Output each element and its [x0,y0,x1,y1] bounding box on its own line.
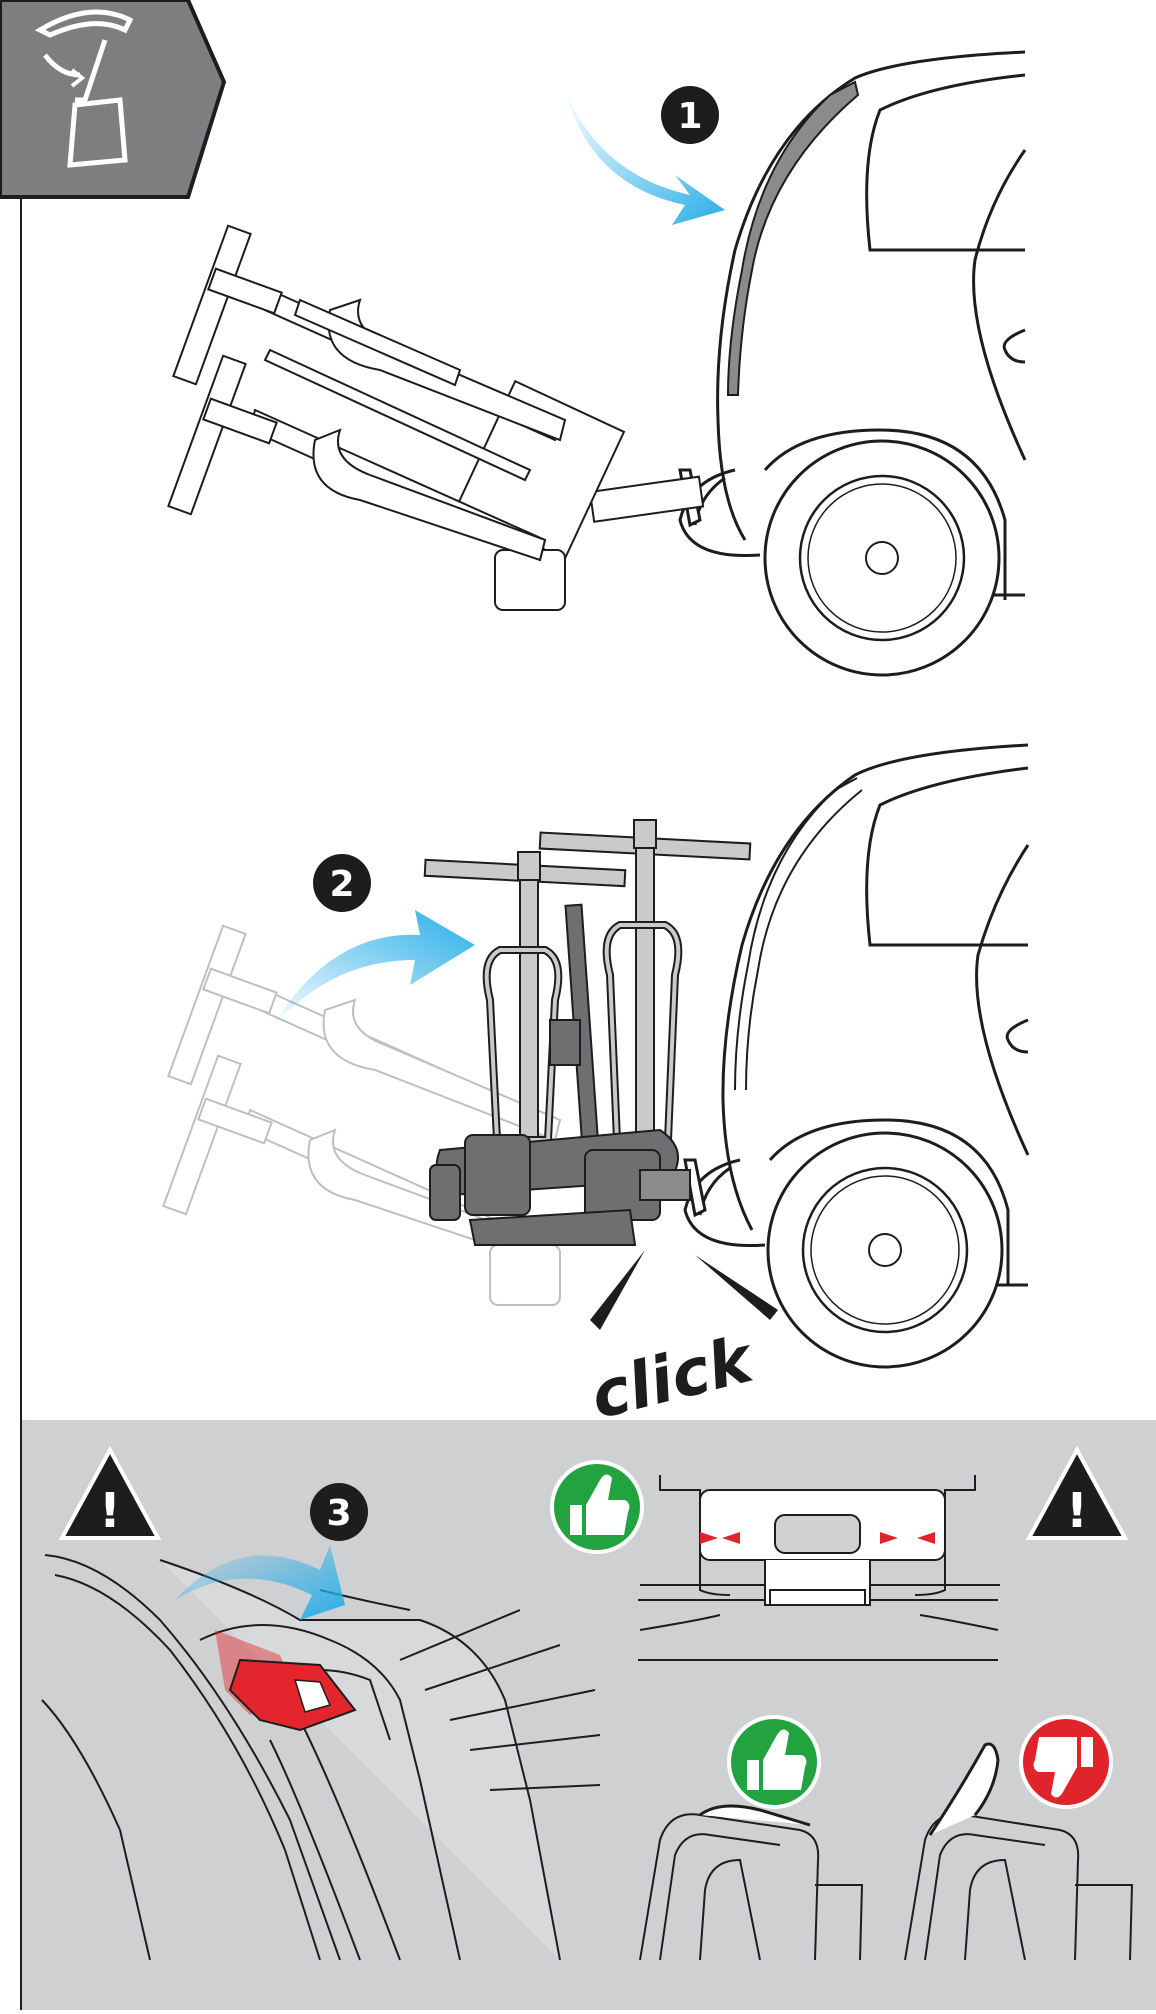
warning-symbol-right: ! [1066,1483,1088,1539]
wheel-2 [766,1131,1004,1369]
lever-window [293,1679,332,1713]
warning-symbol-left: ! [99,1483,121,1539]
arrow-step-1 [565,90,725,225]
thumbs-down-icon [1019,1715,1113,1809]
step-1-badge: 1 [661,86,719,144]
click-mark-left [590,1250,645,1330]
step-2-badge: 2 [313,854,371,912]
latch-correct-position [639,1804,864,1961]
arrow-step-2 [270,910,475,1030]
bumper-strip-highlight [726,80,860,396]
bike-carrier-upright [423,819,752,1246]
step-3-badge: 3 [310,1483,368,1541]
warning-triangle-icon-left: ! [58,1445,162,1540]
tow-bar-2 [683,1158,766,1248]
click-label: click [584,1322,763,1434]
warning-triangle-icon-right: ! [1025,1445,1129,1540]
step-1-illustration [167,50,1027,677]
click-mark-right [695,1255,778,1320]
lever-red [228,1658,357,1732]
car-rear-2 [721,743,1030,1287]
car-rear-1 [716,50,1027,600]
alignment-markers [700,1532,935,1544]
step-1-number: 1 [677,96,702,137]
tailgate-open-icon [0,0,227,199]
step-2-number: 2 [329,864,354,905]
thumbs-up-icon-top [550,1460,644,1554]
step-2-illustration: click [162,743,1030,1434]
bike-carrier-ghost [162,924,562,1306]
step-3-number: 3 [326,1493,351,1534]
latch-incorrect-position [904,1742,1134,1961]
arrow-step-3 [175,1545,345,1620]
wheel-1 [763,439,1001,677]
bike-carrier-folded [167,224,705,611]
lever-detail [41,1554,601,1961]
thumbs-up-icon-bottom [727,1715,821,1809]
